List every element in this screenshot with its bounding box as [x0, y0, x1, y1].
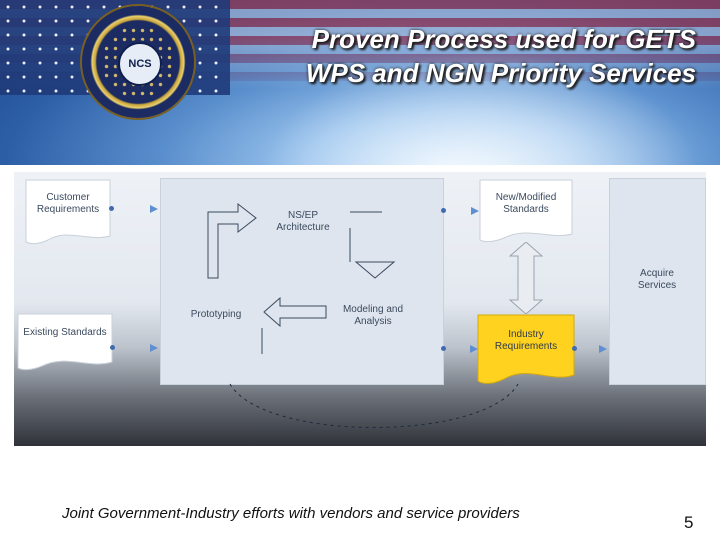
existing-standards-doc: Existing Standards — [17, 313, 113, 372]
ns-ep-architecture-label: NS/EP Architecture — [276, 210, 330, 233]
connector-dot — [441, 208, 446, 213]
customer-requirements-doc: Customer Requirements — [25, 179, 111, 246]
doc-shape — [25, 179, 111, 245]
existing-standards-label: Existing Standards — [23, 327, 107, 338]
acquire-services-label: Acquire Services — [637, 268, 677, 291]
connector-dot — [109, 206, 114, 211]
doc-shape — [479, 179, 573, 243]
arrow-right-icon — [471, 207, 479, 215]
arrow-right-icon — [150, 205, 158, 213]
footer-caption: Joint Government-Industry efforts with v… — [62, 505, 520, 522]
process-diagram: Customer Requirements Existing Standards… — [14, 172, 706, 446]
new-modified-standards-label: New/Modified Standards — [495, 192, 557, 215]
process-flow-lines — [207, 202, 396, 354]
doc-shape — [17, 313, 113, 371]
ncs-seal-logo: NCS — [82, 6, 194, 118]
slide-title: Proven Process used for GETS WPS and NGN… — [236, 22, 696, 90]
customer-requirements-label: Customer Requirements — [36, 192, 100, 215]
prototyping-label: Prototyping — [190, 309, 242, 320]
connector-dot — [441, 346, 446, 351]
feedback-loop-arc — [229, 383, 519, 428]
connector-dot — [572, 346, 577, 351]
banner-glow — [240, 40, 720, 165]
header-banner: NCS Proven Process used for GETS WPS and… — [0, 0, 720, 165]
central-process-panel — [160, 178, 444, 385]
arrow-right-icon — [599, 345, 607, 353]
connector-dot — [110, 345, 115, 350]
industry-requirements-doc: Industry Requirements — [477, 314, 575, 387]
bidirectional-arrow-icon — [508, 242, 544, 314]
page-number: 5 — [684, 513, 694, 532]
arrow-right-icon — [150, 344, 158, 352]
doc-shape — [477, 314, 575, 384]
acquire-panel — [609, 178, 706, 385]
new-modified-standards-doc: New/Modified Standards — [479, 179, 573, 244]
modeling-and-analysis-label: Modeling and Analysis — [342, 304, 404, 327]
industry-requirements-label: Industry Requirements — [494, 329, 558, 352]
title-line-1: Proven Process used for GETS — [311, 24, 696, 54]
seal-text: NCS — [128, 58, 152, 70]
title-line-2: WPS and NGN Priority Services — [305, 58, 696, 88]
arrow-right-icon — [470, 345, 478, 353]
seal-center: NCS — [118, 42, 162, 86]
